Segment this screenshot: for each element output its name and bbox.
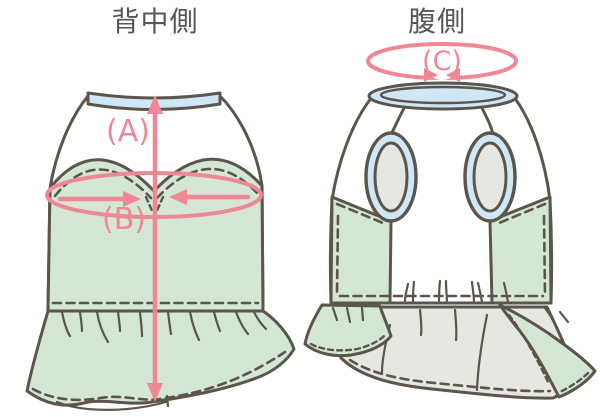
- belly-skirt-fold-lines: [380, 308, 489, 392]
- label-b: (B): [102, 202, 146, 237]
- ruffle-left-stitching: [309, 332, 388, 352]
- ruffle-right-stitching: [507, 313, 590, 394]
- leg-hole-left-inner: [373, 141, 409, 213]
- back-view: 背中側 (A) (B): [25, 5, 296, 411]
- ruffle-right-gathers: [543, 306, 570, 324]
- belly-side-panel-right: [488, 195, 553, 305]
- leg-hole-right-inner: [472, 141, 508, 213]
- leg-hole-left: [364, 131, 418, 223]
- belly-skirt-ruffle-left: [303, 303, 393, 358]
- girth-arrow-left-head: [123, 191, 141, 207]
- back-skirt-gathers: [60, 310, 268, 344]
- belly-skirt-hem-stitching: [348, 358, 552, 393]
- neck-girth-ellipse-c: [366, 42, 518, 82]
- length-arrow-top-head: [147, 95, 163, 114]
- back-length-arrow-a: [147, 95, 163, 402]
- back-skirt-hem-stitching: [31, 350, 287, 402]
- belly-view-title: 腹側: [408, 5, 466, 38]
- belly-view: 腹側: [303, 5, 597, 400]
- length-arrow-bottom-head: [147, 383, 163, 402]
- back-skirt: [25, 309, 296, 407]
- belly-collar-band: [367, 81, 519, 111]
- ruffle-left-gathers: [331, 306, 365, 324]
- leg-hole-right: [463, 131, 517, 223]
- girth-arrow-right-head: [169, 189, 187, 205]
- belly-side-panel-left: [329, 195, 393, 305]
- collar-inner-ring: [379, 85, 507, 105]
- belly-skirt-ruffle-right: [498, 303, 597, 399]
- back-view-title: 背中側: [111, 5, 198, 38]
- neck-arrow-left-head: [424, 68, 438, 82]
- label-a: (A): [106, 114, 150, 149]
- label-c: (C): [422, 46, 462, 77]
- neck-arrow-right-head: [446, 68, 460, 82]
- belly-gather-marks: [403, 279, 510, 305]
